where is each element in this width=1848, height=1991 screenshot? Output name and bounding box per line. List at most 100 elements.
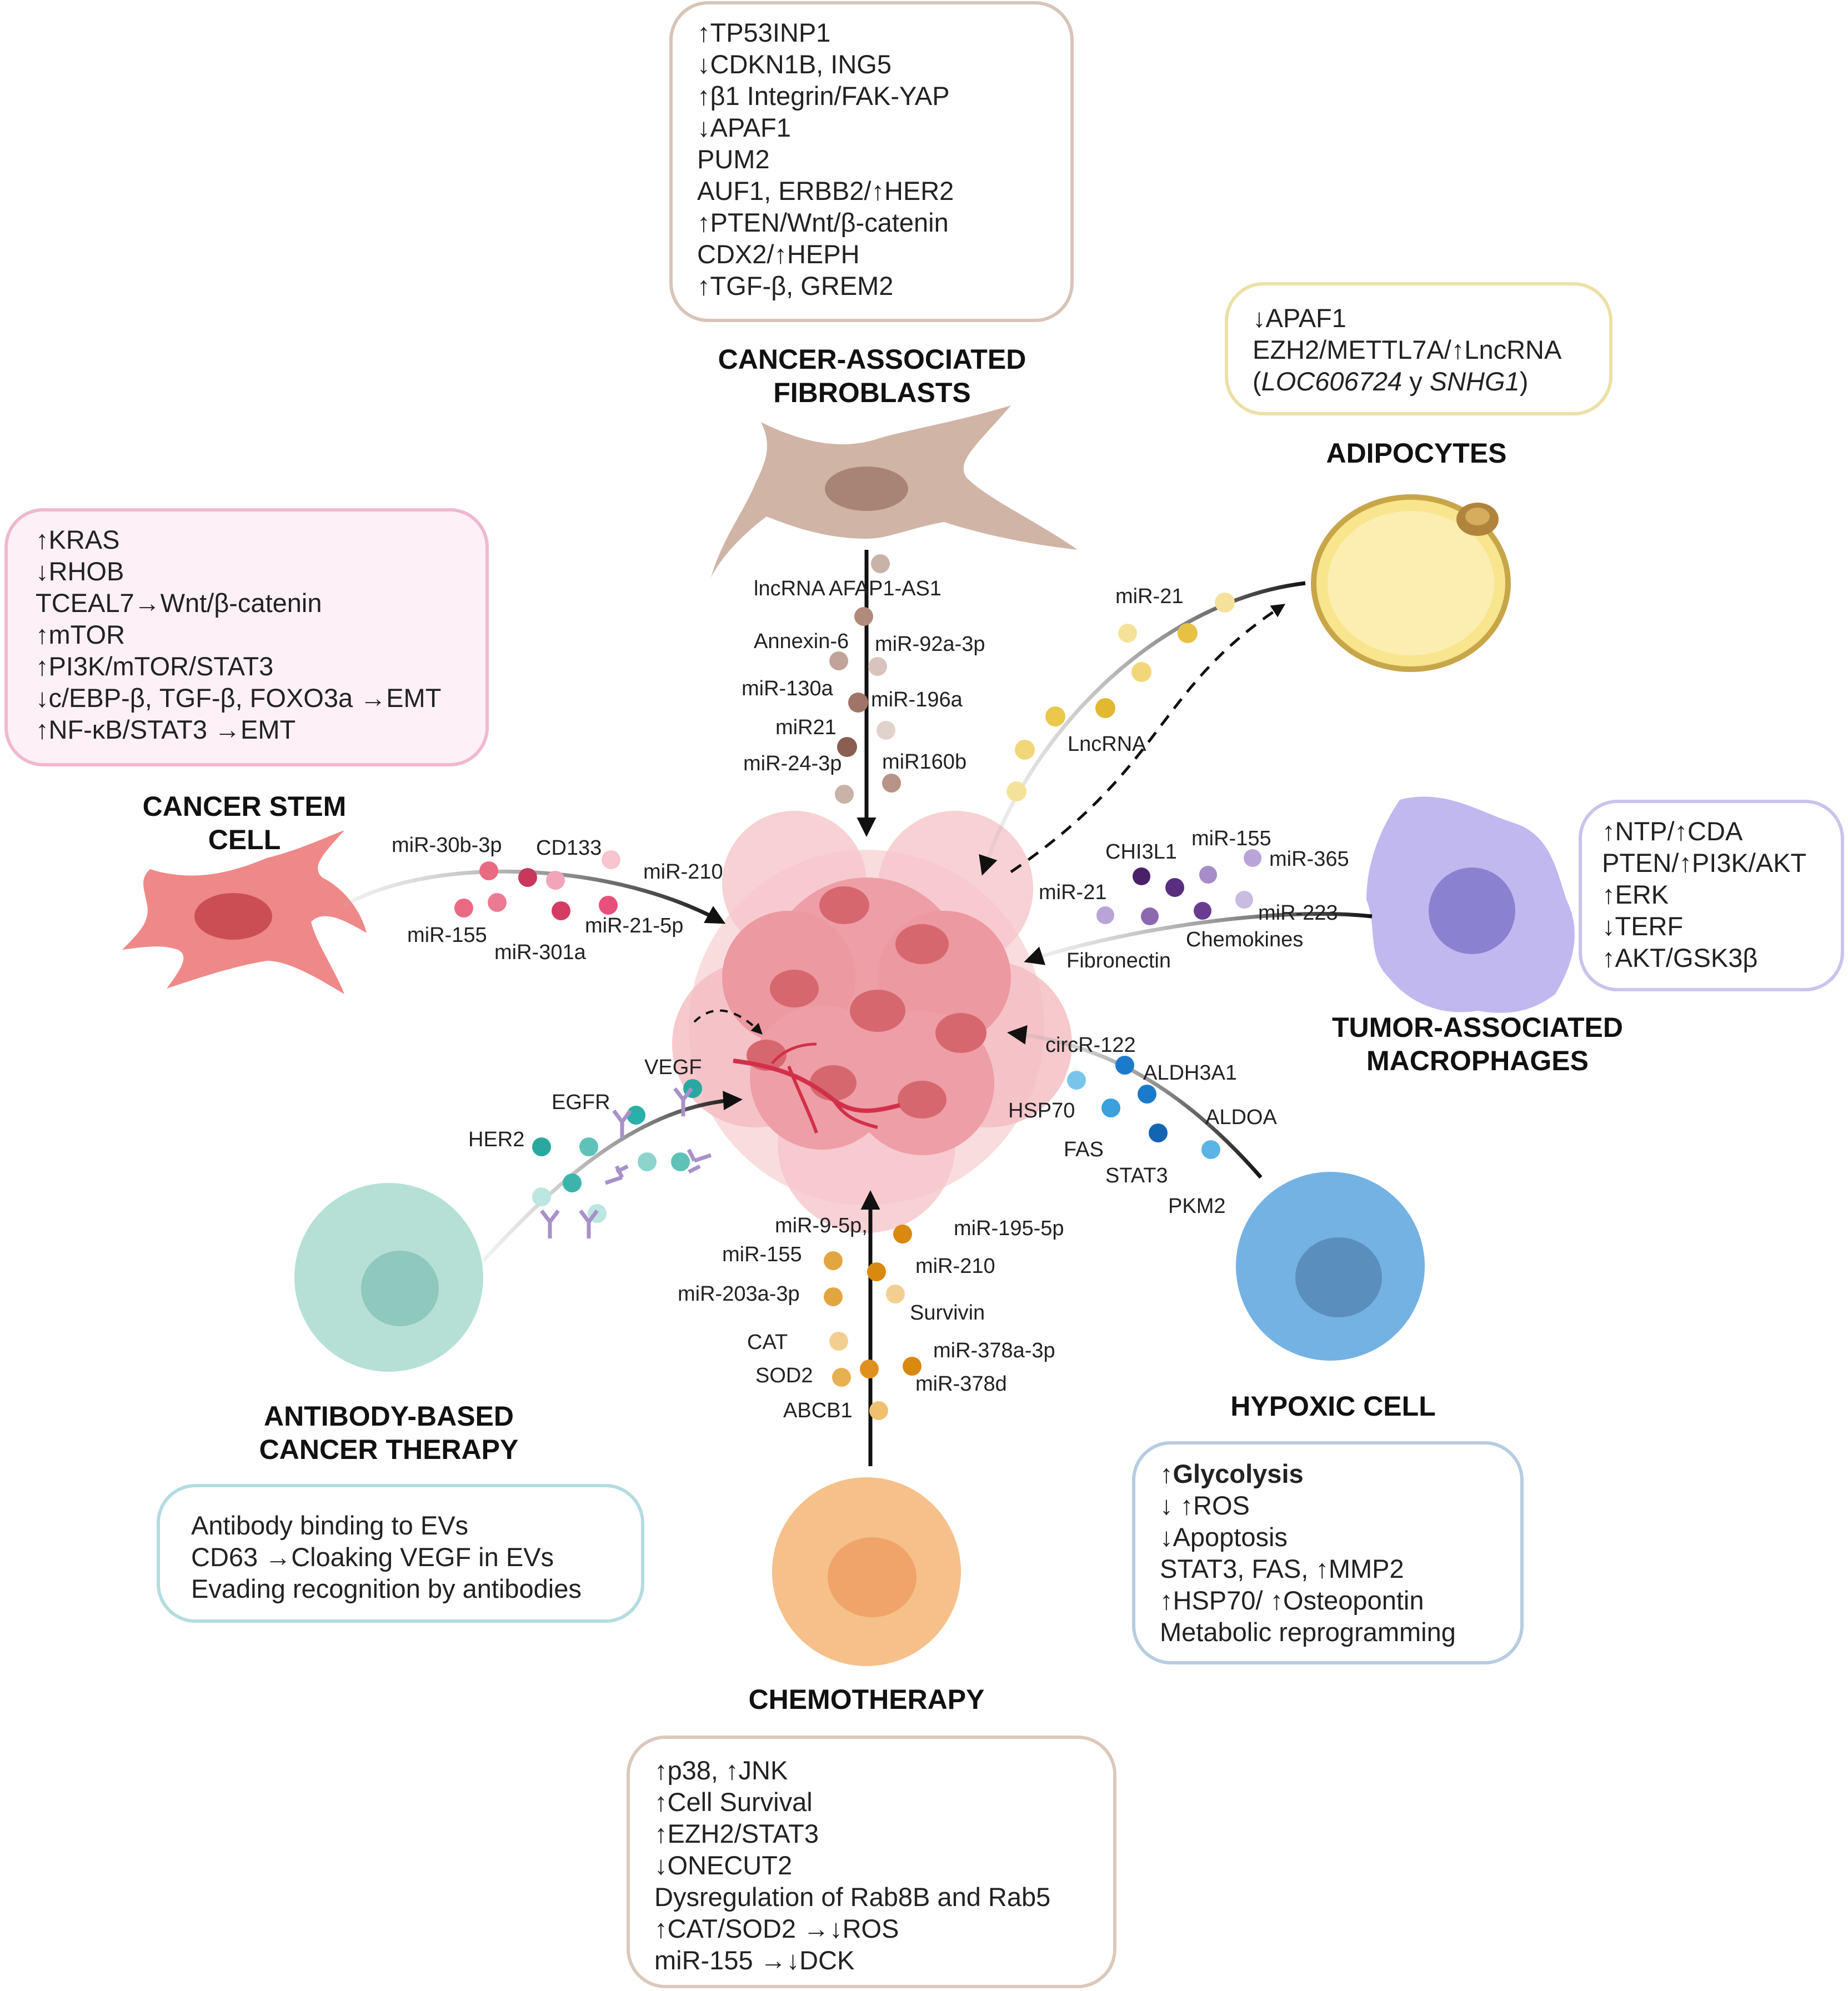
antibody-line: CD63 →Cloaking VEGF in EVs — [191, 1542, 554, 1572]
chemo-cargo-label: Survivin — [910, 1301, 985, 1325]
adipo-line: (LOC606724 y SNHG1) — [1253, 365, 1585, 397]
chemo-cargo-label: CAT — [747, 1331, 788, 1354]
adipo-gene: LOC606724 — [1261, 367, 1403, 396]
adipo-paren: ) — [1519, 367, 1529, 396]
adipo-paren: ( — [1253, 367, 1261, 396]
caf-cargo-label: miR-92a-3p — [875, 633, 985, 656]
csc-cargo-label: miR-21-5p — [585, 914, 684, 937]
tam-info-box: ↑NTP/↑CDA PTEN/↑PI3K/AKT ↑ERK ↓TERF ↑AKT… — [1579, 800, 1844, 991]
tam-vesicles — [1096, 849, 1261, 925]
caf-vesicles — [829, 554, 901, 804]
fibroblast-icon — [711, 405, 1078, 578]
caf-line: CDX2/↑HEPH — [697, 239, 860, 269]
antibody-cargo-label: EGFR — [552, 1091, 610, 1114]
adipo-gene: SNHG1 — [1429, 367, 1520, 396]
chemo-line: ↑EZH2/STAT3 — [654, 1819, 819, 1848]
caf-line: AUF1, ERBB2/↑HER2 — [697, 176, 954, 205]
csc-line: ↑PI3K/mTOR/STAT3 — [36, 651, 274, 681]
chemo-cargo-label: miR-210 — [915, 1255, 995, 1278]
csc-line: ↑mTOR — [36, 620, 126, 649]
tam-line: ↑NTP/↑CDA — [1602, 816, 1743, 846]
hypoxic-vesicles — [1067, 1056, 1220, 1159]
tam-line: ↓TERF — [1602, 911, 1684, 941]
cancer-stem-cell-icon — [122, 830, 367, 994]
chemo-line: ↑Cell Survival — [654, 1787, 813, 1817]
tam-title: TUMOR-ASSOCIATED MACROPHAGES — [1278, 1011, 1677, 1077]
chemo-line: ↓ONECUT2 — [654, 1850, 793, 1880]
chemo-cargo-label: miR-378a-3p — [933, 1339, 1055, 1362]
chemo-cargo-label: ABCB1 — [783, 1399, 853, 1422]
tam-line: ↑AKT/GSK3β — [1602, 943, 1758, 972]
antibody-info-box: Antibody binding to EVs CD63 →Cloaking V… — [157, 1484, 644, 1623]
adipo-vesicles — [1006, 593, 1235, 801]
csc-info-box: ↑KRAS ↓RHOB TCEAL7→Wnt/β-catenin ↑mTOR ↑… — [4, 508, 489, 766]
csc-line: ↓c/EBP-β, TGF-β, FOXO3a →EMT — [36, 683, 442, 713]
csc-line: ↑KRAS — [36, 525, 120, 554]
hypoxic-line: Metabolic reprogramming — [1160, 1617, 1456, 1647]
adipo-cargo-label: LncRNA — [1068, 733, 1146, 756]
chemo-line: ↑CAT/SOD2 →↓ROS — [654, 1914, 899, 1943]
chemo-info-box: ↑p38, ↑JNK ↑Cell Survival ↑EZH2/STAT3 ↓O… — [627, 1736, 1116, 1988]
adipo-cargo-label: miR-21 — [1115, 585, 1184, 608]
csc-cargo-label: miR-301a — [494, 941, 586, 964]
adipo-line: EZH2/METTL7A/↑LncRNA — [1253, 335, 1562, 364]
adipocyte-icon — [1311, 494, 1511, 672]
hypoxic-cargo-label: STAT3 — [1105, 1164, 1168, 1187]
chemo-cargo-label: miR-155 — [722, 1243, 802, 1266]
csc-line: TCEAL7→Wnt/β-catenin — [36, 588, 322, 618]
title-line: TUMOR-ASSOCIATED — [1331, 1012, 1624, 1043]
title-line: CANCER-ASSOCIATED — [718, 344, 1026, 375]
caf-line: ↑PTEN/Wnt/β-catenin — [697, 208, 949, 237]
title-line: CANCER STEM — [142, 791, 347, 822]
hypoxic-cargo-label: ALDOA — [1205, 1106, 1277, 1129]
immune-cell-icon — [294, 1183, 483, 1372]
chemo-cargo-label: SOD2 — [755, 1364, 813, 1387]
tam-cargo-label: miR-21 — [1039, 881, 1107, 904]
hypoxic-arrow: ↑ — [1160, 1459, 1173, 1488]
chemo-title: CHEMOTHERAPY — [722, 1683, 1011, 1716]
caf-cargo-label: lncRNA AFAP1-AS1 — [754, 577, 941, 600]
chemo-cargo-label: miR-9-5p, — [775, 1214, 868, 1237]
caf-line: PUM2 — [697, 144, 770, 174]
adipocytes-title: ADIPOCYTES — [1278, 437, 1555, 470]
adipo-mid: y — [1402, 367, 1430, 396]
caf-title: CANCER-ASSOCIATED FIBROBLASTS — [667, 343, 1078, 409]
title-line: ADIPOCYTES — [1326, 438, 1507, 469]
hypoxic-line: ↓Apoptosis — [1160, 1522, 1288, 1552]
caf-cargo-label: miR-130a — [742, 677, 833, 700]
tam-cargo-label: CHI3L1 — [1105, 840, 1177, 864]
chemo-vesicles — [824, 1225, 922, 1420]
chemo-cargo-label: miR-203a-3p — [678, 1282, 800, 1306]
title-line: CELL — [208, 824, 281, 855]
csc-cargo-label: miR-210 — [643, 860, 723, 884]
tam-cargo-label: miR-365 — [1269, 847, 1349, 871]
hypoxic-cargo-label: HSP70 — [1008, 1099, 1075, 1122]
hypoxic-line: ↓ ↑ROS — [1160, 1491, 1250, 1520]
hypoxic-cargo-label: FAS — [1064, 1138, 1104, 1161]
csc-title: CANCER STEM CELL — [111, 790, 378, 856]
tam-cargo-label: Fibronectin — [1066, 949, 1171, 972]
tam-line: ↑ERK — [1602, 880, 1669, 909]
caf-line: ↓APAF1 — [697, 113, 791, 142]
hypoxic-cargo-label: ALDH3A1 — [1143, 1061, 1237, 1085]
hypoxic-cell-icon — [1236, 1172, 1425, 1361]
antibody-line: Antibody binding to EVs — [191, 1511, 469, 1540]
title-line: FIBROBLASTS — [773, 377, 971, 408]
hypoxic-title: HYPOXIC CELL — [1194, 1390, 1472, 1423]
hypoxic-line: ↑HSP70/ ↑Osteopontin — [1160, 1586, 1424, 1615]
caf-line: ↑β1 Integrin/FAK-YAP — [697, 81, 950, 111]
tumor-icon — [672, 811, 1072, 1233]
caf-cargo-label: miR160b — [882, 750, 967, 774]
chemo-line: Dysregulation of Rab8B and Rab5 — [654, 1882, 1051, 1912]
chemo-line: miR-155 →↓DCK — [654, 1945, 855, 1975]
adipo-line: ↓APAF1 — [1253, 303, 1346, 333]
csc-line: ↑NF-κB/STAT3 →EMT — [36, 715, 296, 744]
caf-info-box: ↑TP53INP1 ↓CDKN1B, ING5 ↑β1 Integrin/FAK… — [669, 1, 1074, 322]
title-line: ANTIBODY-BASED — [263, 1401, 514, 1432]
caf-cargo-label: miR-196a — [871, 688, 963, 711]
csc-cargo-label: miR-30b-3p — [392, 834, 502, 857]
macrophage-icon — [1366, 796, 1575, 1013]
chemo-cell-icon — [772, 1477, 961, 1666]
title-line: HYPOXIC CELL — [1230, 1391, 1436, 1422]
